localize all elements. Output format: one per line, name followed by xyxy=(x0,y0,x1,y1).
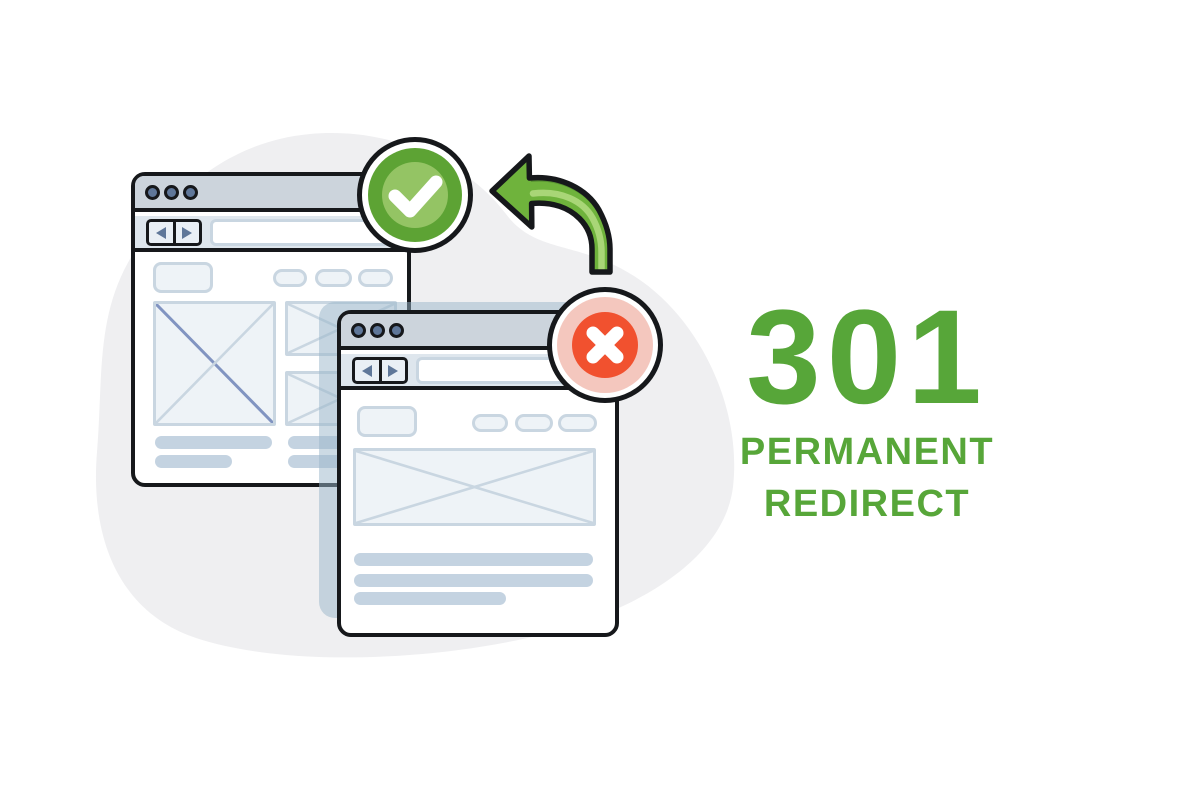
logo-placeholder xyxy=(357,406,417,437)
page-content xyxy=(341,394,615,633)
caption: 301 PERMANENT REDIRECT xyxy=(712,283,1022,530)
arrow-left-icon xyxy=(155,226,166,239)
forward-button xyxy=(172,222,200,243)
status-name-line1: PERMANENT xyxy=(739,431,995,474)
check-icon xyxy=(388,175,443,218)
placeholder-cross-icon xyxy=(356,451,593,523)
nav-pill-placeholder xyxy=(358,269,393,287)
traffic-dot xyxy=(183,184,198,200)
nav-buttons xyxy=(146,219,202,246)
arrow-right-icon xyxy=(388,364,399,377)
text-line-placeholder xyxy=(354,553,593,566)
status-name-line2: REDIRECT xyxy=(763,482,971,525)
arrow-right-icon xyxy=(182,226,193,239)
placeholder-cross-icon xyxy=(156,304,273,423)
nav-pill-placeholder xyxy=(273,269,307,287)
image-placeholder xyxy=(353,448,596,526)
traffic-dot xyxy=(145,184,160,200)
back-button xyxy=(355,360,379,381)
nav-pill-placeholder xyxy=(315,269,352,287)
nav-pill-placeholder xyxy=(558,414,597,432)
text-line-placeholder xyxy=(354,592,506,605)
x-icon xyxy=(586,326,624,364)
traffic-dot xyxy=(164,184,179,200)
traffic-light-dots xyxy=(145,184,202,200)
error-badge xyxy=(547,287,663,403)
text-line-placeholder xyxy=(155,455,232,468)
text-line-placeholder xyxy=(354,574,593,587)
nav-pill-placeholder xyxy=(472,414,508,432)
forward-button xyxy=(378,360,406,381)
image-placeholder xyxy=(153,301,276,426)
arrow-left-icon xyxy=(361,364,372,377)
browser-window-front xyxy=(337,310,619,637)
text-line-placeholder xyxy=(155,436,272,449)
curved-arrow-left-icon xyxy=(489,153,613,275)
logo-placeholder xyxy=(153,262,213,293)
back-button xyxy=(149,222,173,243)
traffic-dot xyxy=(370,322,385,338)
navbar xyxy=(135,216,407,252)
status-code: 301 xyxy=(746,283,988,432)
traffic-dot xyxy=(351,322,366,338)
traffic-light-dots xyxy=(351,322,408,338)
success-badge xyxy=(357,137,473,253)
nav-pill-placeholder xyxy=(515,414,553,432)
traffic-dot xyxy=(389,322,404,338)
nav-buttons xyxy=(352,357,408,384)
